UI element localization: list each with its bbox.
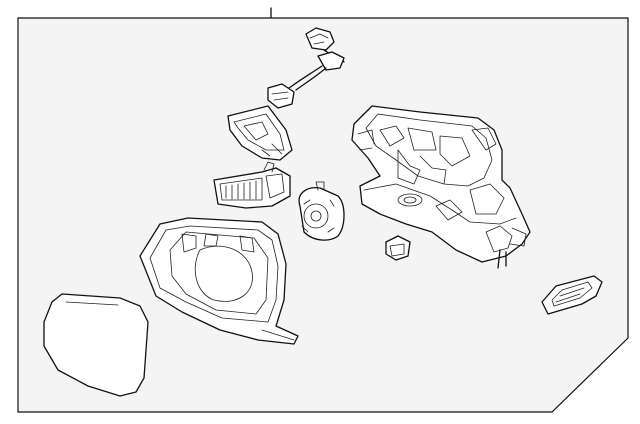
retaining-clip[interactable] [385, 235, 411, 261]
mirror-base-bracket[interactable] [351, 105, 531, 269]
mirror-housing[interactable] [139, 217, 299, 345]
actuator-motor[interactable] [298, 181, 345, 241]
mirror-glass[interactable] [43, 293, 149, 397]
turn-signal-lamp[interactable] [213, 161, 291, 209]
puddle-lamp[interactable] [541, 275, 603, 315]
wiring-harness[interactable] [267, 27, 345, 109]
cover-cap[interactable] [227, 105, 293, 161]
